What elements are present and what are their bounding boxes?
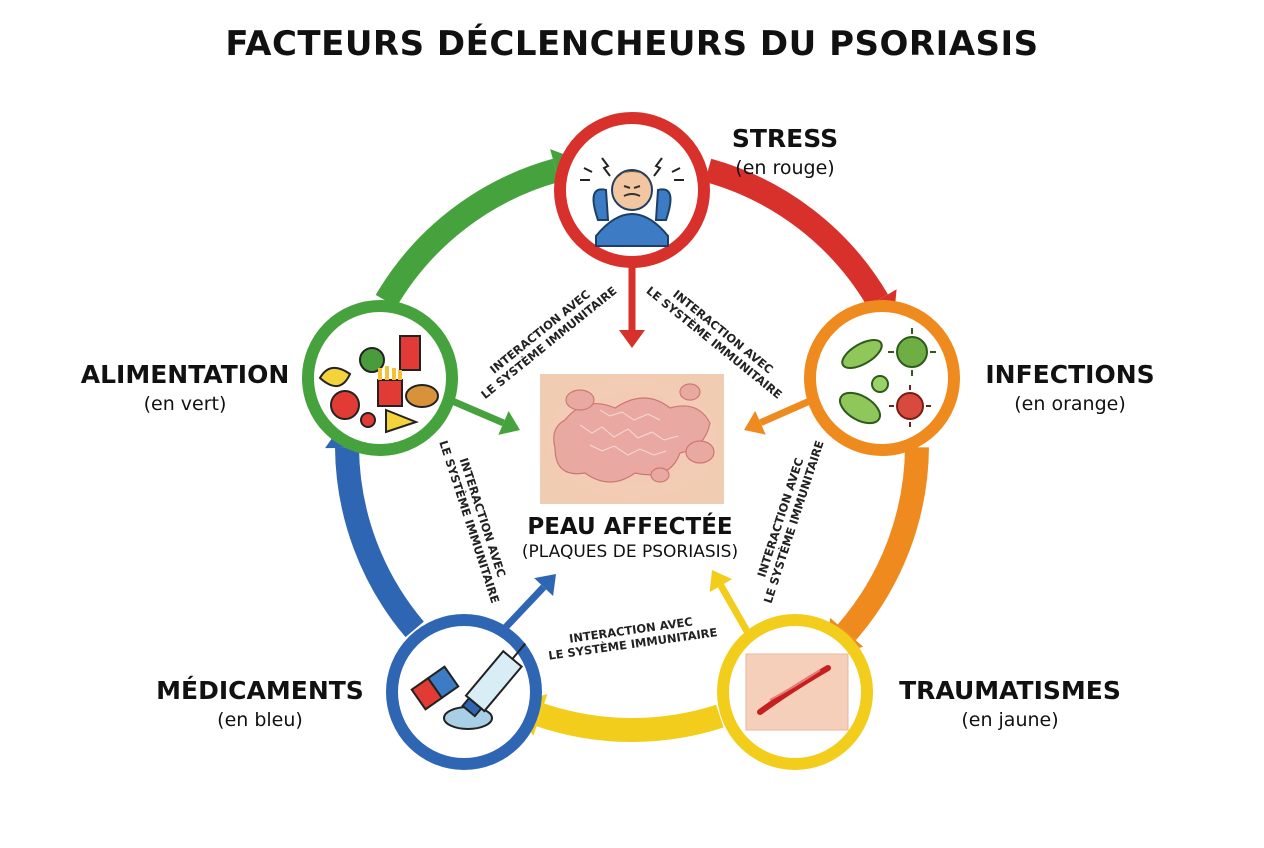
inner-arrow-head-1 (744, 410, 766, 435)
factor-color-label: (en orange) (1014, 393, 1126, 415)
inner-arrow-shaft-4 (448, 396, 505, 427)
inner-arrow-shaft-3 (502, 584, 547, 631)
ring-arc-0 (704, 158, 888, 307)
factor-label-stress: STRESS (en rouge) (700, 124, 870, 179)
factor-name: STRESS (731, 124, 839, 153)
inner-arrow-head-0 (619, 330, 645, 348)
factor-label-medicaments: MÉDICAMENTS (en bleu) (145, 676, 375, 731)
factor-name: INFECTIONS (985, 360, 1155, 389)
ring-arc-3 (335, 447, 424, 638)
factor-color-label: (en bleu) (217, 709, 303, 731)
center-label: PEAU AFFECTÉE (PLAQUES DE PSORIASIS) (480, 514, 780, 562)
factor-label-infections: INFECTIONS (en orange) (970, 360, 1170, 415)
factor-color-label: (en vert) (143, 393, 227, 415)
pill-syringe-icon (410, 642, 527, 730)
inner-arrow-shaft-1 (759, 396, 814, 426)
skin-wound-icon (745, 653, 849, 731)
affected-skin-image (540, 374, 724, 504)
inner-arrows (448, 262, 814, 642)
inner-arrow-head-2 (709, 570, 733, 593)
inner-arrow-head-3 (534, 574, 556, 597)
interaction-line1: INTERACTION AVEC (670, 287, 776, 376)
factor-name: ALIMENTATION (80, 360, 290, 389)
stressed-person-icon (580, 157, 684, 247)
germs-icon (839, 328, 936, 427)
interaction-line1: INTERACTION AVEC (487, 287, 593, 376)
inner-arrow-head-4 (498, 410, 520, 435)
diagram-title: FACTEURS DÉCLENCHEURS DU PSORIASIS (225, 24, 1039, 64)
factor-color-label: (en rouge) (735, 157, 835, 179)
center-title: PEAU AFFECTÉE (527, 514, 733, 540)
factor-name: TRAUMATISMES (899, 676, 1121, 705)
ring-arc-2 (536, 703, 724, 742)
factor-color-label: (en jaune) (961, 709, 1059, 731)
ring-arc-4 (375, 158, 560, 308)
ring-arc-1 (837, 447, 929, 641)
center-subtitle: (PLAQUES DE PSORIASIS) (521, 542, 739, 562)
factor-label-alimentation: ALIMENTATION (en vert) (70, 360, 300, 415)
factor-label-traumatismes: TRAUMATISMES (en jaune) (880, 676, 1140, 731)
factor-name: MÉDICAMENTS (156, 676, 364, 705)
food-icon (318, 335, 439, 434)
